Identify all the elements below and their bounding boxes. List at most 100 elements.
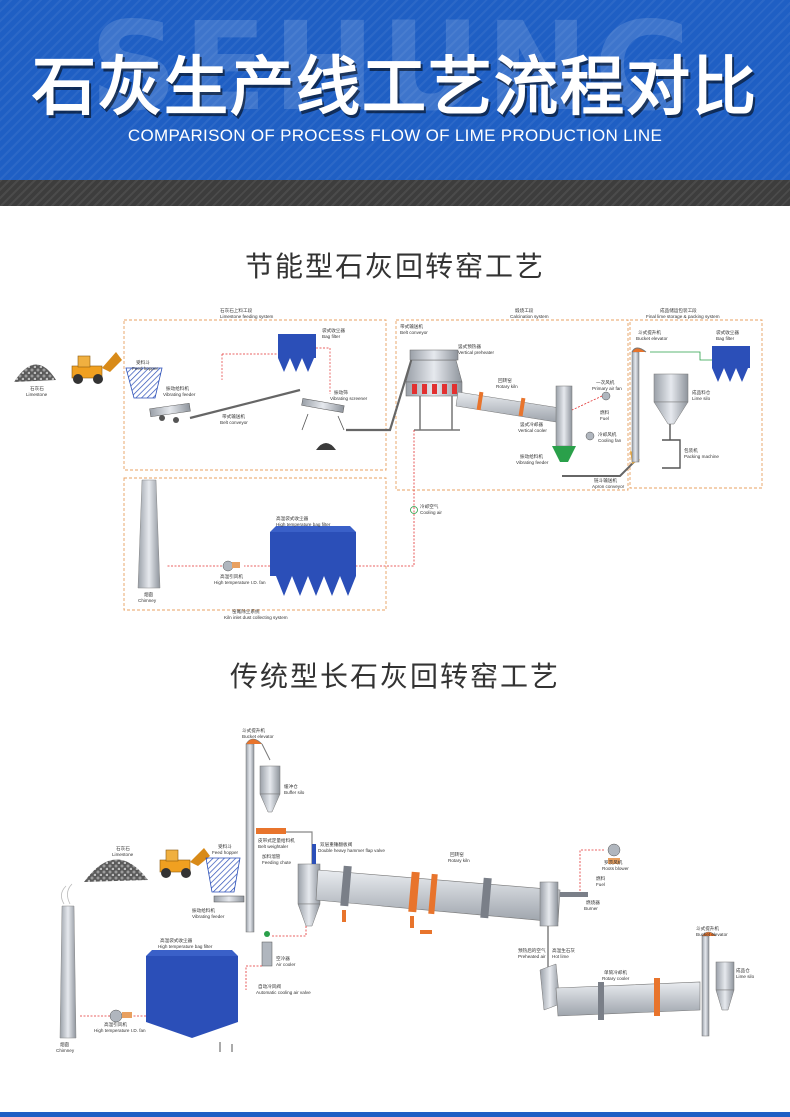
feed-hopper-label-cn: 受料斗	[136, 359, 150, 366]
limestone-label-en: Limestone	[26, 392, 48, 397]
feeding-chute-label-cn: 加料溜管	[262, 853, 281, 860]
bag-filter-2-icon	[712, 346, 750, 382]
primary-air-fan-icon	[601, 391, 611, 401]
high-temp-bag-filter-label-en: High temperature bag filter	[158, 944, 213, 949]
rotary-kiln-label-en: Rotary kiln	[448, 858, 470, 863]
limestone-pile-icon	[14, 364, 56, 382]
belt-conveyor-2-line	[346, 357, 414, 432]
chimney-label-cn: 烟囱	[144, 591, 154, 598]
air-cooler-label-en: Air cooler	[276, 962, 296, 967]
belt-weightaler-label-cn: 皮带式定量给料机	[258, 837, 295, 844]
apron-conveyor-label-cn: 链斗输送机	[594, 477, 617, 484]
hot-lime-label-cn: 高温生石灰	[552, 947, 575, 954]
packing-machine-label-en: Packing machine	[684, 454, 719, 459]
bag-filter-1-icon	[278, 334, 316, 372]
lime-silo-label-en: Lime silo	[692, 396, 711, 401]
fuel-label-en: Fuel	[600, 416, 609, 421]
buffer-silo-label-cn: 缓冲仓	[284, 783, 298, 790]
feed-hopper-label-en: Feed hopper	[132, 366, 159, 371]
section-heading-traditional: 传统型长石灰回转窑工艺	[229, 660, 560, 693]
preheated-air-label-cn: 预热后的空气	[518, 947, 546, 954]
preheated-air-label-en: Preheated air	[518, 954, 546, 959]
flap-valve-label-en: Double heavy hammer flap valve	[318, 848, 385, 853]
bucket-elevator-label-en: Bucket elevator	[636, 336, 668, 341]
auto-valve-label-en: Automatic cooling air valve	[256, 990, 311, 995]
vertical-cooler-icon	[552, 385, 576, 462]
rotary-cooler-label-cn: 单筒冷却机	[604, 969, 627, 976]
primary-air-fan-label-cn: 一次风机	[596, 379, 615, 386]
chimney-label-cn: 烟囱	[60, 1041, 70, 1048]
burner-label-cn: 燃烧器	[586, 899, 600, 906]
primary-air-fan-label-en: Primary air fan	[592, 386, 622, 391]
belt-weightaler-label-en: Belt weightaler	[258, 844, 289, 849]
page-title: 石灰生产线工艺流程对比	[32, 51, 758, 125]
vibrating-feeder-2-label-cn: 振动给料机	[520, 453, 543, 460]
fines-pile-icon	[316, 443, 336, 450]
bucket-elevator-2-label-cn: 斗式提升机	[696, 925, 719, 932]
cooling-fan-label-en: Cooling fan	[598, 438, 622, 443]
apron-conveyor-label-en: Apron conveyor	[592, 484, 625, 489]
apron-conveyor-line	[562, 459, 637, 477]
storage-system-title-cn: 成品储运包装工段	[660, 307, 697, 314]
chimney-label-en: Chimney	[56, 1048, 75, 1053]
rotary-kiln-icon	[455, 391, 561, 423]
cooling-air-label-cn: 冷却空气	[420, 503, 439, 510]
header-banner: SEHUNG 石灰生产线工艺流程对比 COMPARISON OF PROCESS…	[0, 0, 790, 180]
belt-conveyor-2-label-cn: 带式输送机	[400, 323, 423, 330]
rotary-kiln-label-cn: 回转窑	[450, 851, 464, 858]
header-stripe	[0, 180, 790, 206]
flap-valve-label-cn: 双层重锤翻板阀	[320, 841, 353, 848]
vertical-preheater-label-en: Vertical preheater	[458, 350, 494, 355]
vertical-cooler-label-cn: 竖式冷却器	[520, 421, 543, 428]
feed-hopper-icon	[125, 367, 163, 399]
lime-silo-icon	[653, 373, 689, 425]
calcination-system-title-cn: 煅烧工段	[515, 307, 534, 314]
vibrating-screener-icon	[301, 398, 345, 431]
belt-conveyor-2-label-en: Belt conveyor	[400, 330, 428, 335]
bucket-elevator-icon	[631, 351, 640, 463]
chimney-icon	[59, 883, 77, 1039]
vibrating-screener-label-en: Vibrating screener	[330, 396, 368, 401]
limestone-label-cn: 石灰石	[116, 845, 130, 852]
bucket-elevator-label-en: Bucket elevator	[242, 734, 274, 739]
traditional-process-diagram: 斗式提升机 Bucket elevator 缓冲仓 Buffer silo 皮带…	[56, 727, 755, 1053]
bucket-elevator-label-cn: 斗式提升机	[242, 727, 265, 734]
storage-system-title-en: Final lime storage & packing system	[646, 314, 720, 319]
feeding-system-box	[123, 319, 387, 471]
id-fan-icon	[222, 560, 240, 572]
vertical-preheater-label-cn: 竖式预热器	[458, 343, 481, 350]
lime-silo-icon	[715, 961, 735, 1011]
id-fan-icon	[109, 1009, 132, 1023]
limestone-pile-icon	[84, 859, 148, 882]
hot-lime-label-en: Hot lime	[552, 954, 569, 959]
kiln-inlet-cyclone-icon	[297, 863, 321, 927]
calcination-system-box	[395, 319, 629, 491]
kiln-gas-line	[356, 430, 415, 567]
bucket-elevator-icon	[245, 743, 255, 933]
limestone-label-cn: 石灰石	[30, 385, 44, 392]
bag-filter-2-label-en: Bag filter	[716, 336, 735, 341]
vibrating-feeder-icon	[149, 402, 191, 423]
cooling-fan-label-cn: 冷却风机	[598, 431, 617, 438]
feed-hopper-icon	[205, 857, 241, 893]
bag-filter-1-label-en: Bag filter	[322, 334, 341, 339]
section-heading-energy-saving: 节能型石灰回转窑工艺	[244, 250, 545, 283]
wheel-loader-icon	[71, 352, 122, 384]
feeding-chute-label-en: Feeding chute	[262, 860, 292, 865]
bucket-elevator-2-label-en: Bucket elevator	[696, 932, 728, 937]
belt-weightaler-icon	[256, 828, 286, 834]
id-fan-label-en: High temperature I.D. fan	[214, 580, 266, 585]
bag-filter-2-label-cn: 袋式收尘器	[716, 329, 739, 336]
buffer-silo-label-en: Buffer silo	[284, 790, 305, 795]
vertical-preheater-icon	[405, 349, 463, 431]
long-rotary-kiln-icon	[315, 865, 561, 927]
high-temp-bag-filter-label-cn: 高温袋式收尘器	[276, 515, 309, 522]
chimney-label-en: Chimney	[138, 598, 157, 603]
bucket-elevator-label-cn: 斗式提升机	[638, 329, 661, 336]
fuel-label-cn: 燃料	[600, 409, 610, 416]
auto-valve-label-cn: 自动冷风阀	[258, 983, 281, 990]
feeding-system-title-en: Limestone feeding system	[220, 314, 274, 319]
high-temp-bag-filter-icon	[270, 526, 356, 596]
lime-silo-label-cn: 成品料仓	[692, 389, 711, 396]
burner-icon	[560, 892, 588, 897]
